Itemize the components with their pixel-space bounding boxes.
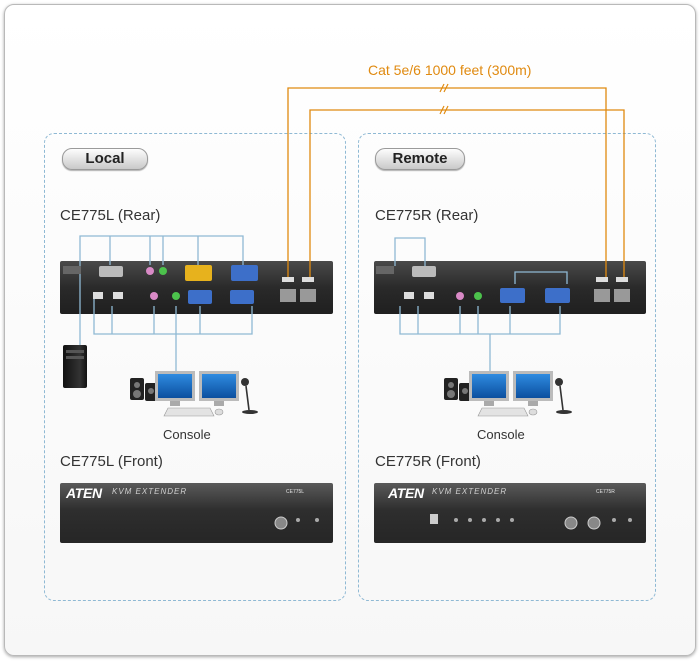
remote-front-model: CE775R [596,489,615,495]
local-rear-ports [63,265,316,304]
remote-title: Remote [375,148,465,170]
local-front-model: CE775L [286,489,305,495]
local-link-lines [79,235,253,372]
local-front-device [60,483,333,543]
remote-front-label: CE775R (Front) [375,453,481,470]
cable-label: Cat 5e/6 1000 feet (300m) [368,62,532,78]
pc-tower-icon [63,345,87,388]
local-zone [44,133,346,601]
local-front-label: CE775L (Front) [60,453,163,470]
local-console-icon [130,371,258,417]
remote-front-device [374,483,646,543]
local-front-product: KVM EXTENDER [112,487,188,496]
local-rear-label: CE775L (Rear) [60,207,161,224]
local-title: Local [62,148,148,170]
remote-rear-ports [376,266,630,303]
cable-break-marks [439,83,449,115]
diagram-frame [4,4,696,656]
cat5-cables [287,87,625,281]
remote-front-product: KVM EXTENDER [432,487,508,496]
local-front-controls [274,516,319,530]
remote-front-controls [430,514,632,530]
remote-console-icon [444,371,572,417]
remote-link-lines [394,237,568,372]
remote-zone [358,133,656,601]
remote-front-brand: ATEN [388,485,424,501]
local-front-brand: ATEN [66,485,102,501]
remote-console-label: Console [477,427,525,442]
local-console-label: Console [163,427,211,442]
remote-rear-label: CE775R (Rear) [375,207,479,224]
